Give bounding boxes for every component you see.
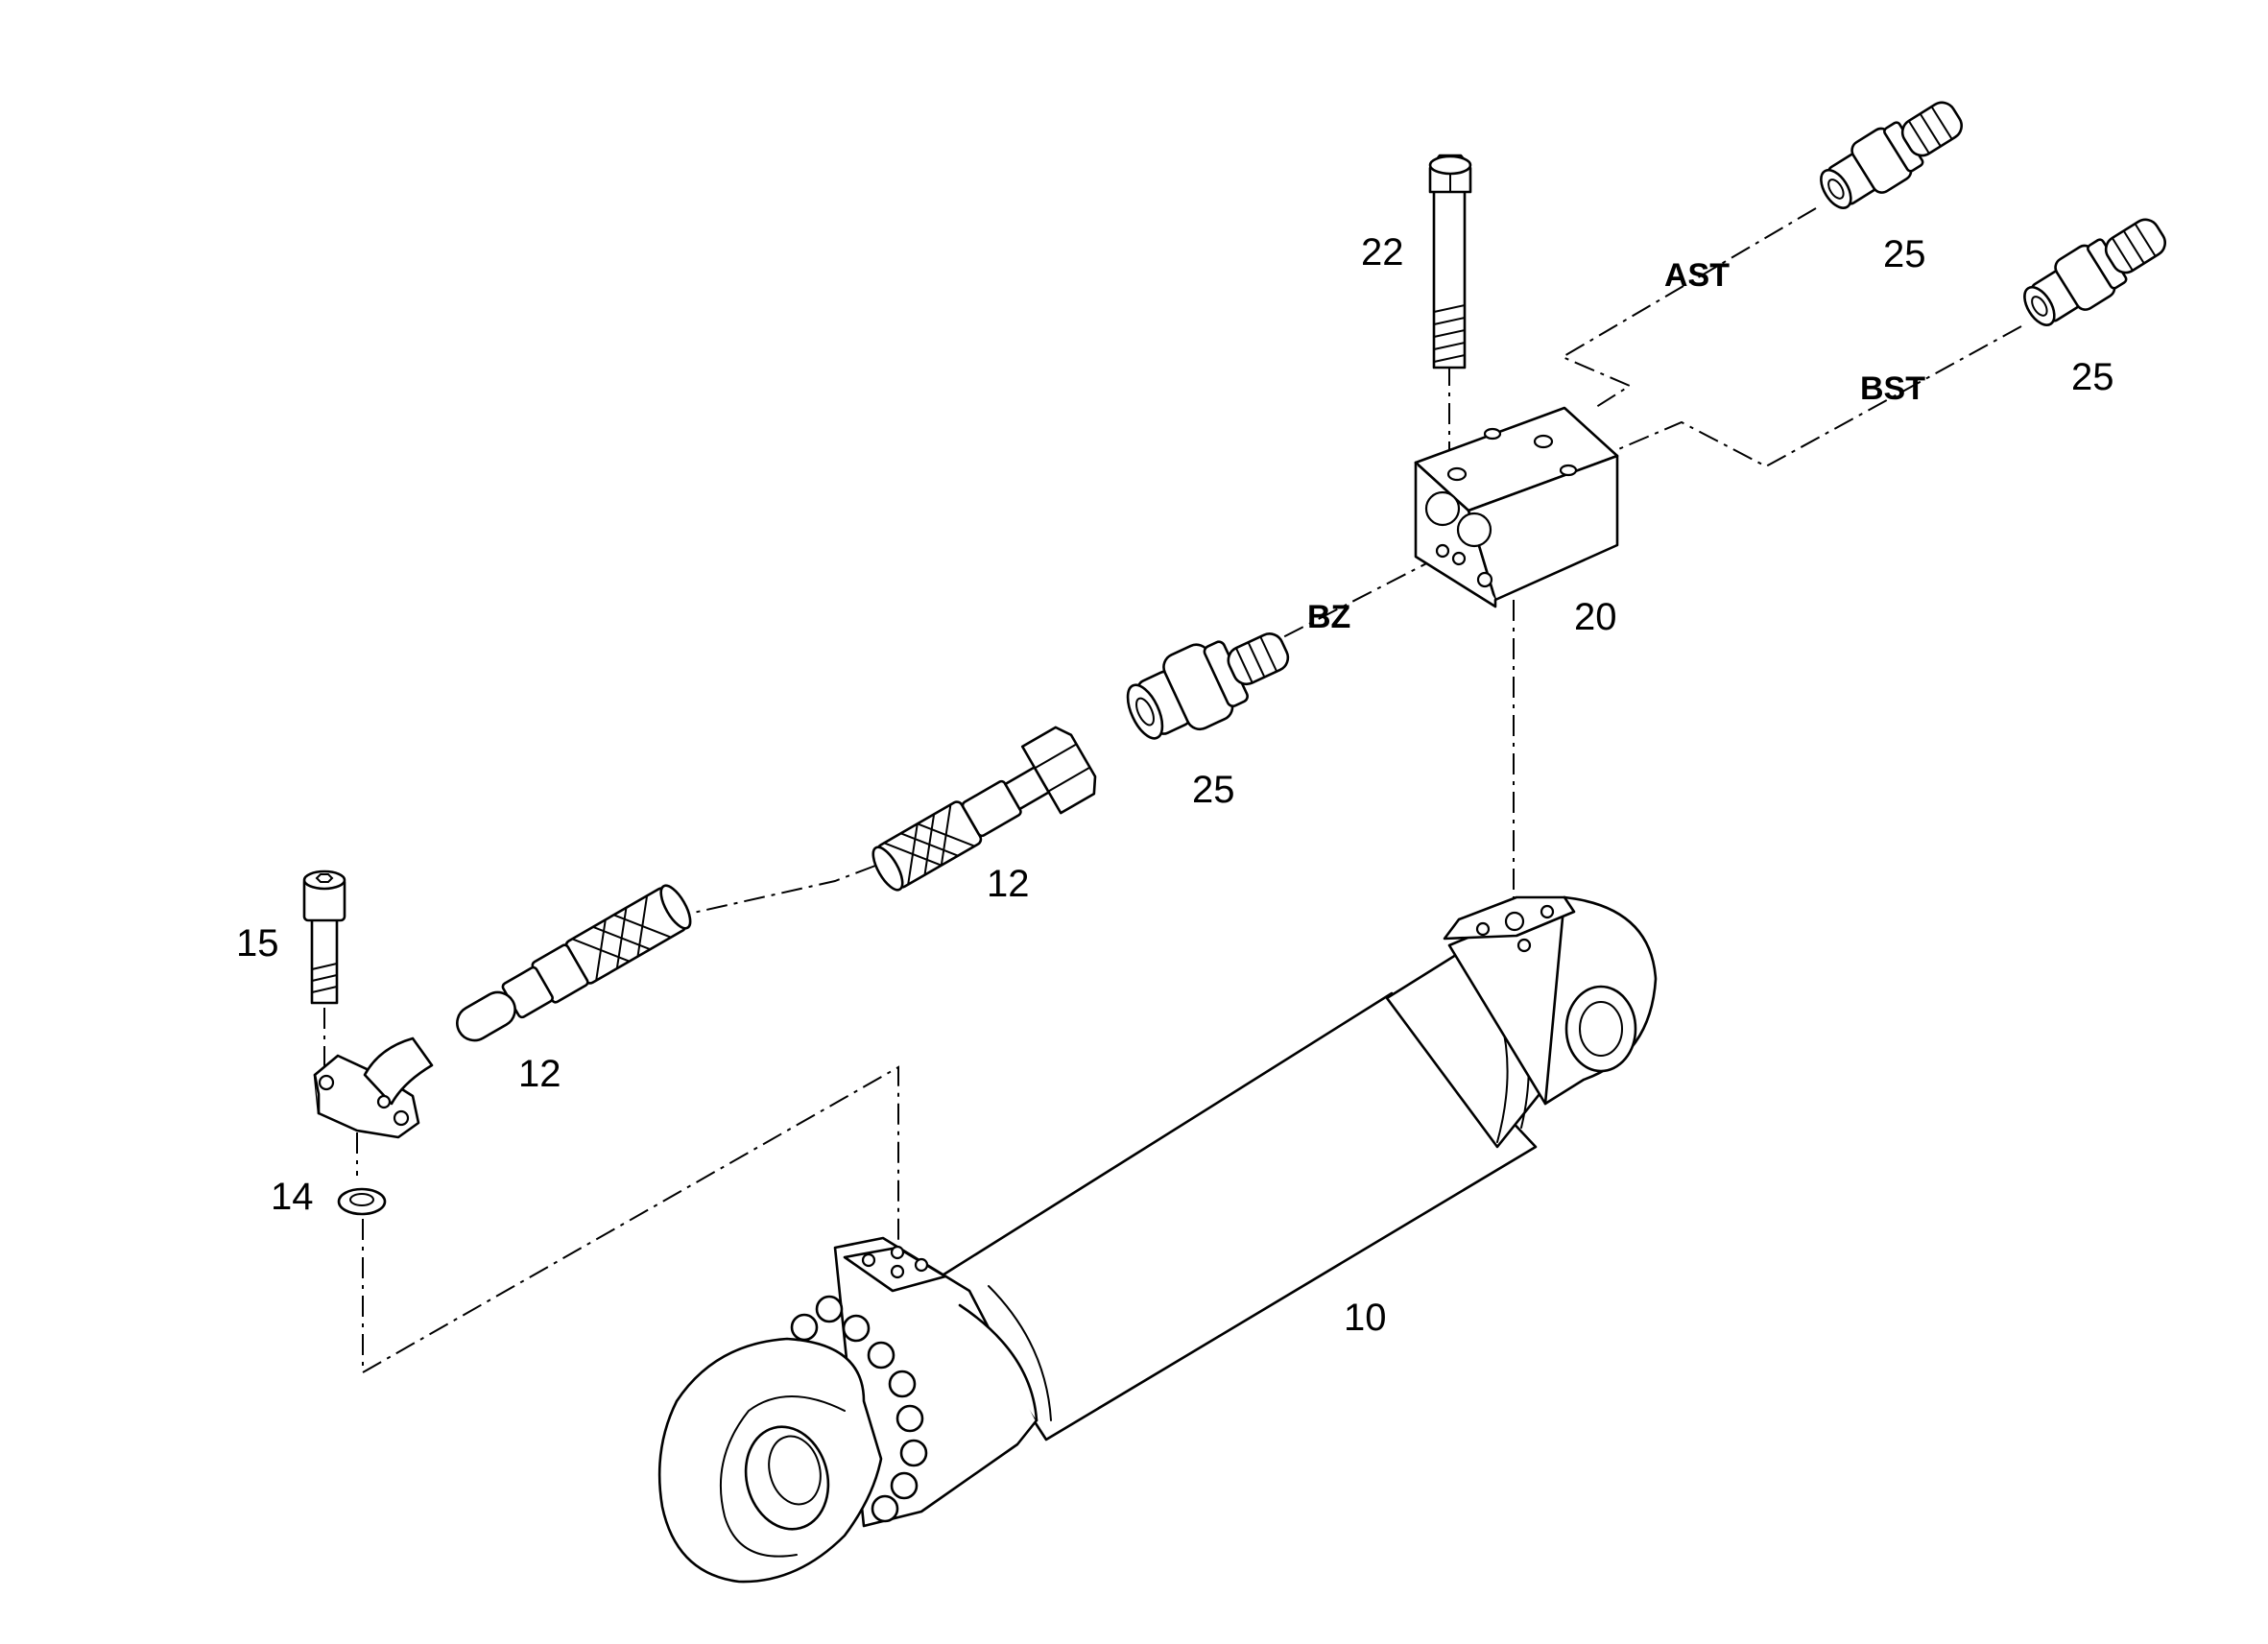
valve-block	[1414, 406, 1619, 608]
port-label-ast: AST	[1664, 257, 1730, 294]
socket-head-screw	[302, 870, 346, 1005]
flange-bolts	[790, 1295, 928, 1523]
hydraulic-cylinder	[657, 895, 1658, 1584]
hose-fitting-upper	[871, 726, 1097, 892]
item-number-12-lower: 12	[518, 1053, 561, 1095]
item-number-12-upper: 12	[987, 863, 1030, 905]
seal-ring	[337, 1187, 387, 1216]
leader-bst-to-block	[1602, 325, 2022, 468]
hose-fitting-lower	[313, 884, 692, 1139]
item-number-20: 20	[1574, 596, 1617, 638]
leader-ast-to-block	[1560, 207, 1817, 410]
fitting-ast	[1820, 101, 1963, 209]
item-number-25-bz: 25	[1192, 769, 1235, 811]
fitting-bz	[1126, 632, 1290, 740]
item-number-22: 22	[1361, 231, 1404, 274]
fitting-bst	[2023, 218, 2166, 326]
port-label-bst: BST	[1860, 370, 1925, 407]
item-number-14: 14	[271, 1176, 314, 1218]
item-number-25-ast: 25	[1883, 233, 1926, 275]
leader-seal-to-cylinder	[362, 1065, 899, 1374]
hex-bolt	[1428, 154, 1472, 369]
item-number-15: 15	[236, 922, 279, 965]
item-number-25-bst: 25	[2071, 356, 2114, 398]
item-number-10: 10	[1344, 1297, 1387, 1339]
port-label-bz: BZ	[1307, 599, 1350, 635]
